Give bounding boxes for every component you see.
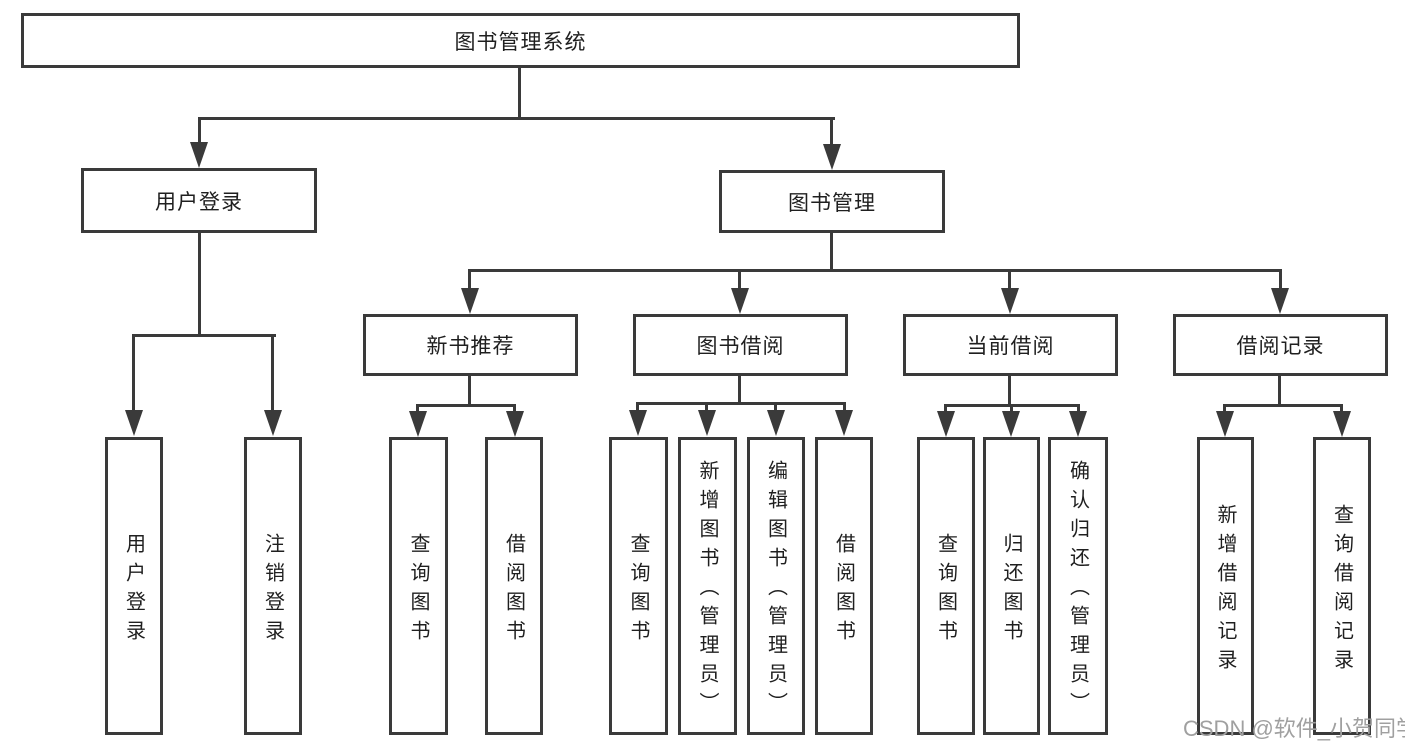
connector-line [468, 269, 1282, 272]
connector-line [198, 117, 201, 144]
node-leaf-query-books: 查询图书 [609, 437, 668, 735]
node-label: 新书推荐 [426, 335, 515, 358]
arrow-down-icon [1271, 288, 1289, 314]
connector-line [738, 376, 741, 405]
node-leaf-query-books: 查询图书 [389, 437, 448, 735]
node-label: 用户登录 [122, 532, 145, 649]
connector-line [636, 402, 846, 405]
arrow-down-icon [125, 410, 143, 436]
node-borrowing-records: 借阅记录 [1173, 314, 1388, 376]
arrow-down-icon [1069, 411, 1087, 437]
arrow-down-icon [731, 288, 749, 314]
node-library-management-system: 图书管理系统 [21, 13, 1020, 68]
node-label: 新增图书（管理员） [696, 460, 718, 721]
connector-line [513, 404, 516, 416]
node-label: 查询图书 [407, 532, 429, 649]
connector-line [830, 117, 833, 144]
node-label: 借阅记录 [1236, 335, 1325, 358]
connector-line [738, 269, 741, 291]
arrow-down-icon [1333, 411, 1351, 437]
arrow-down-icon [835, 410, 853, 436]
node-label: 图书管理系统 [454, 30, 587, 54]
node-book-borrowing: 图书借阅 [633, 314, 848, 376]
node-label: 查询图书 [627, 532, 649, 649]
node-leaf-return-books: 归还图书 [983, 437, 1040, 735]
connector-line [1223, 404, 1343, 407]
node-leaf-user-login: 用户登录 [105, 437, 163, 735]
node-leaf-add-books-admin: 新增图书（管理员） [678, 437, 737, 735]
node-leaf-edit-books-admin: 编辑图书（管理员） [747, 437, 805, 735]
connector-line [1077, 404, 1080, 414]
connector-line [944, 404, 947, 414]
node-label: 查询借阅记录 [1330, 503, 1353, 678]
connector-line [1008, 269, 1011, 291]
node-label: 当前借阅 [966, 335, 1055, 358]
node-new-book-recommend: 新书推荐 [363, 314, 578, 376]
connector-line [774, 402, 777, 414]
connector-line [1340, 404, 1343, 414]
connector-line [1278, 376, 1281, 407]
arrow-down-icon [629, 410, 647, 436]
node-label: 注销登录 [261, 532, 284, 649]
node-label: 归还图书 [1000, 532, 1022, 649]
connector-line [416, 404, 516, 407]
arrow-down-icon [1216, 411, 1234, 437]
node-label: 图书管理 [788, 191, 876, 215]
node-label: 借阅图书 [502, 532, 525, 649]
arrow-down-icon [461, 288, 479, 314]
node-leaf-logout: 注销登录 [244, 437, 302, 735]
arrow-down-icon [506, 411, 524, 437]
node-label: 用户登录 [155, 190, 243, 214]
node-leaf-confirm-return-admin: 确认归还（管理员） [1048, 437, 1108, 735]
arrow-down-icon [1002, 411, 1020, 437]
connector-line [416, 404, 419, 416]
arrow-down-icon [1001, 288, 1019, 314]
connector-line [1223, 404, 1226, 414]
node-label: 查询图书 [934, 532, 957, 649]
connector-line [198, 233, 201, 337]
node-label: 编辑图书（管理员） [764, 460, 787, 721]
arrow-down-icon [698, 410, 716, 436]
arrow-down-icon [190, 142, 208, 168]
arrow-down-icon [823, 144, 841, 170]
connector-line [1279, 269, 1282, 291]
connector-line [518, 68, 521, 118]
connector-line [1010, 404, 1013, 414]
arrow-down-icon [264, 410, 282, 436]
connector-line [636, 402, 639, 414]
arrow-down-icon [767, 410, 785, 436]
node-book-management: 图书管理 [719, 170, 945, 233]
connector-line [843, 402, 846, 414]
node-leaf-borrow-books: 借阅图书 [815, 437, 873, 735]
arrow-down-icon [937, 411, 955, 437]
connector-line [830, 233, 833, 272]
node-leaf-borrow-books: 借阅图书 [485, 437, 543, 735]
connector-line [271, 334, 274, 412]
connector-line [705, 402, 708, 414]
node-label: 确认归还（管理员） [1066, 460, 1089, 721]
connector-line [198, 117, 835, 120]
node-leaf-query-books: 查询图书 [917, 437, 975, 735]
node-leaf-query-borrow-record: 查询借阅记录 [1313, 437, 1371, 735]
arrow-down-icon [409, 411, 427, 437]
node-current-borrowing: 当前借阅 [903, 314, 1118, 376]
connector-line [132, 334, 276, 337]
node-label: 新增借阅记录 [1214, 503, 1236, 678]
node-label: 借阅图书 [832, 532, 855, 649]
node-leaf-add-borrow-record: 新增借阅记录 [1197, 437, 1254, 735]
node-user-login: 用户登录 [81, 168, 317, 233]
node-label: 图书借阅 [696, 335, 785, 358]
connector-line [468, 376, 471, 407]
connector-line [468, 269, 471, 291]
connector-line [1008, 376, 1011, 407]
csdn-watermark: CSDN @软件_小贺同学 [1183, 716, 1405, 741]
connector-line [132, 334, 135, 412]
